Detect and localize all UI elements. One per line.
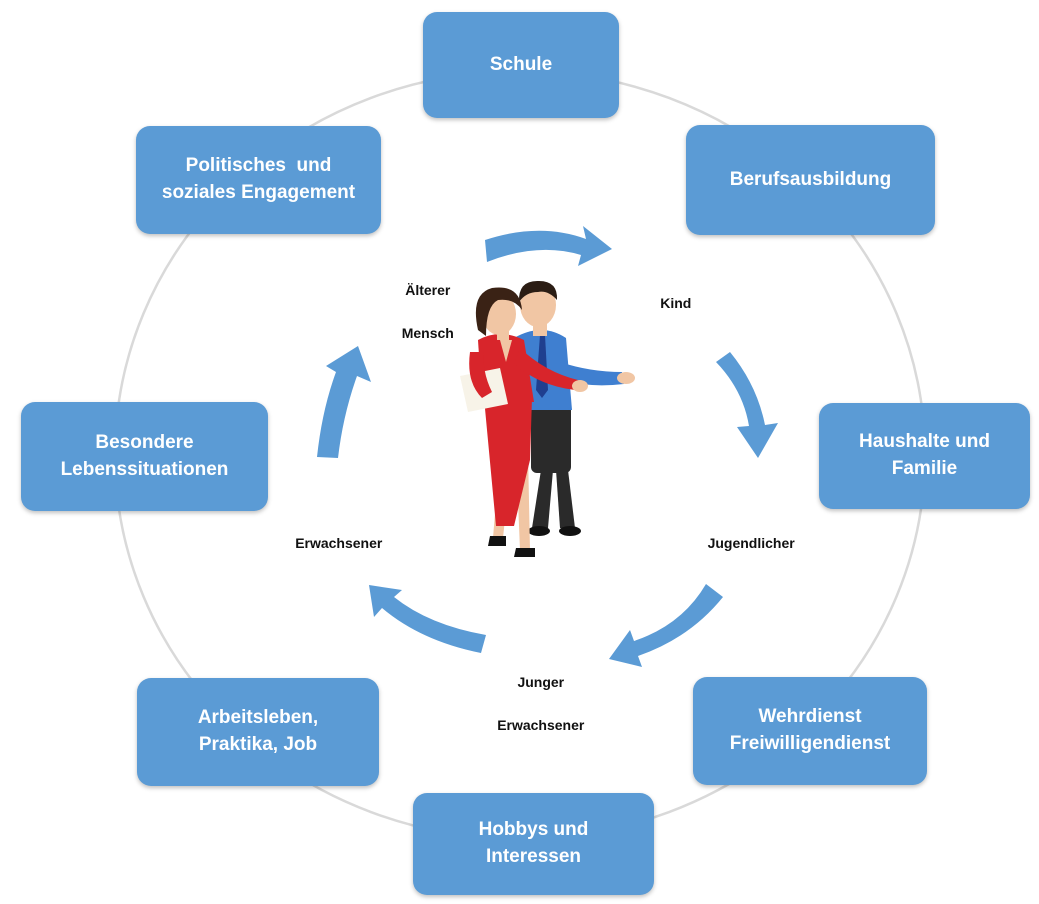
box-haushalte-line-2: Familie — [891, 458, 958, 479]
arrow-aelterer-to-kind — [485, 226, 612, 266]
box-hobbys-line-1: Hobbys und — [478, 819, 589, 841]
stage-jugendlicher-line-1: Jugendlicher — [707, 534, 795, 551]
stage-junger-line-1: Junger — [517, 673, 565, 690]
box-haushalte-familie: Haushalte und Familie — [819, 403, 1030, 509]
arrow-junger-erwachsener-to-erwachsener — [369, 585, 486, 653]
stage-label-junger-erwachsener: Junger Erwachsener — [478, 650, 588, 758]
box-politisches-line-2: soziales Engagement — [161, 182, 356, 203]
box-haushalte-line-1: Haushalte und — [859, 431, 990, 453]
arrow-erwachsener-to-aelterer — [317, 346, 371, 458]
stage-label-erwachsener: Erwachsener — [276, 511, 386, 576]
box-arbeitsleben-line-2: Praktika, Job — [198, 734, 318, 755]
cycle-arrows — [317, 226, 778, 667]
stage-kind-line-1: Kind — [660, 294, 692, 311]
box-wehrdienst-line-2: Freiwilligendienst — [729, 733, 891, 754]
woman-figure — [460, 287, 588, 557]
box-politisches-engagement: Politisches und soziales Engagement — [136, 126, 381, 234]
box-besondere-lebenssituationen: Besondere Lebenssituationen — [21, 402, 268, 511]
box-arbeitsleben-line-1: Arbeitsleben, — [197, 707, 319, 729]
box-wehrdienst-line-1: Wehrdienst — [758, 706, 862, 728]
stage-label-jugendlicher: Jugendlicher — [692, 511, 795, 576]
man-figure — [514, 280, 635, 536]
arrow-kind-to-jugendlicher — [716, 352, 778, 458]
box-schule-line-1: Schule — [489, 53, 553, 75]
stage-erwachsener-line-1: Erwachsener — [295, 534, 383, 551]
box-schule: Schule — [423, 12, 619, 118]
stage-aelterer-line-1: Älterer — [405, 281, 451, 298]
stage-junger-line-2: Erwachsener — [497, 717, 585, 734]
box-berufsausbildung-line-1: Berufsausbildung — [729, 168, 892, 190]
box-berufsausbildung: Berufsausbildung — [686, 125, 935, 235]
box-hobbys-interessen: Hobbys und Interessen — [413, 793, 654, 895]
stage-aelterer-line-2: Mensch — [401, 325, 454, 342]
box-arbeitsleben: Arbeitsleben, Praktika, Job — [137, 678, 379, 786]
stage-label-kind: Kind — [643, 271, 693, 336]
box-hobbys-line-2: Interessen — [485, 846, 582, 867]
box-besondere-line-1: Besondere — [95, 431, 194, 453]
arrow-jugendlicher-to-junger-erwachsener — [609, 584, 723, 667]
business-couple-illustration — [460, 280, 635, 557]
box-politisches-line-1: Politisches und — [185, 155, 332, 177]
box-besondere-line-2: Lebenssituationen — [60, 458, 229, 480]
box-wehrdienst: Wehrdienst Freiwilligendienst — [693, 677, 927, 785]
stage-label-aelterer-mensch: Älterer Mensch — [376, 258, 464, 366]
